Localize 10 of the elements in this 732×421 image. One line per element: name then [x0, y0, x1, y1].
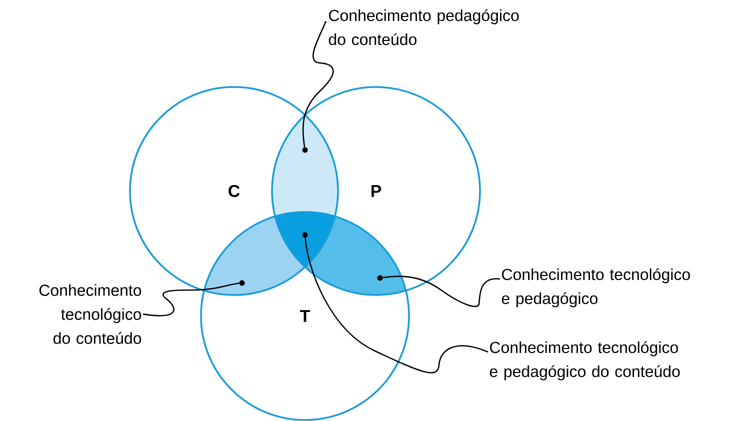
callout-text: Conhecimento tecnológico do conteúdo	[39, 284, 142, 344]
callout-text: Conhecimento pedagógico do conteúdo	[328, 9, 519, 46]
callout-text: Conhecimento tecnológico e pedagógico	[502, 268, 690, 308]
overlap-region	[272, 115, 338, 216]
overlap-region	[275, 212, 335, 267]
leader-line	[382, 276, 500, 308]
overlap-region	[204, 216, 305, 295]
callout-text: Conhecimento tecnológico e pedagógico do conteúdo	[490, 341, 680, 380]
overlap-region	[305, 216, 406, 295]
leader-line	[142, 282, 240, 316]
